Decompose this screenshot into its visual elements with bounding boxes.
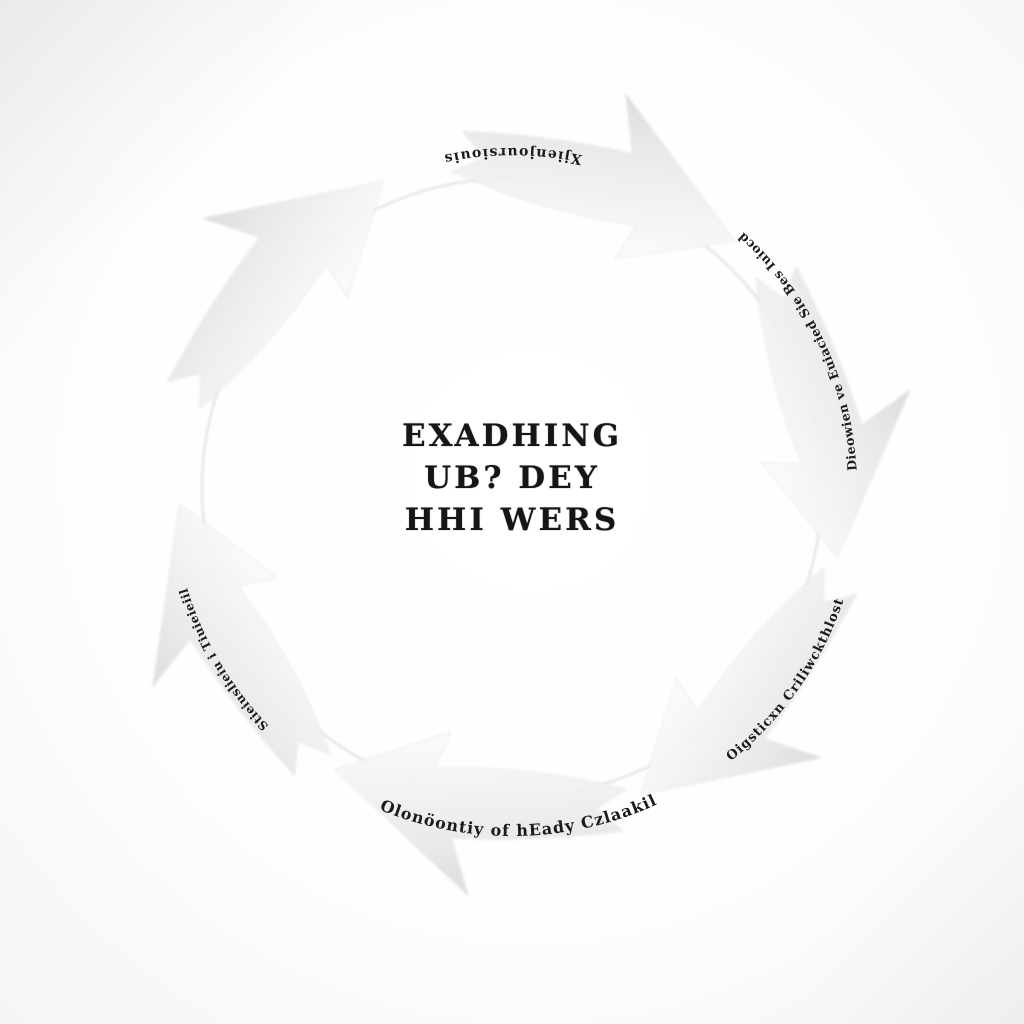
center-title: EXADHING UB? DEY HHI WERS bbox=[302, 415, 722, 541]
cycle-arrow-lower-right bbox=[640, 566, 858, 796]
cycle-label-top: Xjienjoursiouis bbox=[442, 144, 583, 167]
cycle-arrow-top bbox=[450, 92, 737, 260]
cycle-arrow-left bbox=[152, 503, 332, 777]
cycle-arrow-upper-left bbox=[166, 180, 384, 410]
center-title-line2: UB? DEY bbox=[424, 460, 600, 496]
cycle-arrow-right bbox=[755, 265, 912, 560]
cycle-arrow-bottom-left bbox=[334, 730, 628, 898]
cycle-arrows bbox=[152, 92, 912, 898]
center-title-line1: EXADHING bbox=[401, 418, 623, 454]
center-title-line3: HHI WERS bbox=[404, 502, 620, 538]
